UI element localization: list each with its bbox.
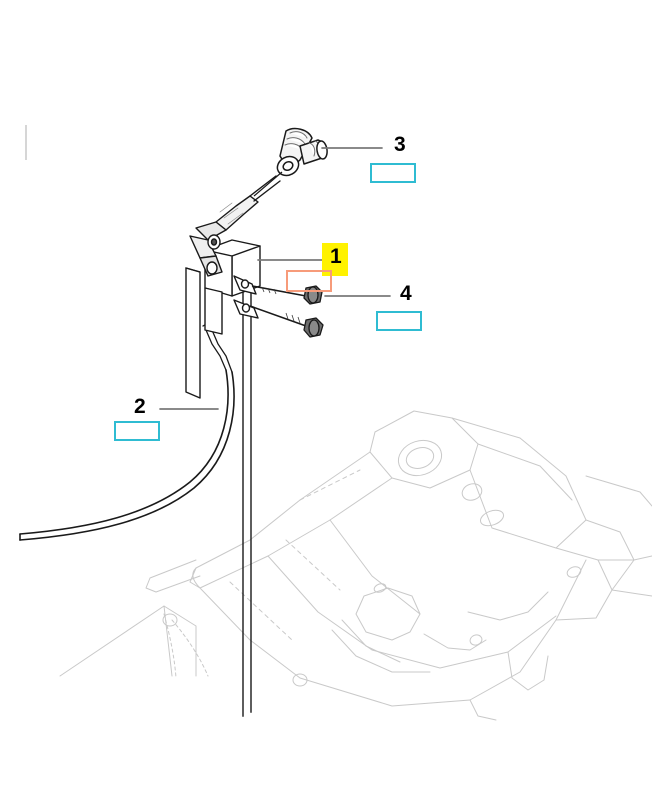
vertical-post <box>242 261 252 717</box>
tag-box-callout-3[interactable] <box>370 163 416 183</box>
tag-box-callout-2[interactable] <box>114 421 160 441</box>
tag-box-callout-1[interactable] <box>286 270 332 292</box>
callout-number-3: 3 <box>394 133 406 156</box>
callout-number-2: 2 <box>134 395 146 418</box>
callout-number-4: 4 <box>400 282 412 305</box>
callout-number-1: 1 <box>330 245 342 268</box>
tag-box-callout-4[interactable] <box>376 311 422 331</box>
knob-grip <box>276 127 328 177</box>
control-cable <box>19 369 235 541</box>
knob-link-rod <box>253 171 283 197</box>
ghost-chassis-group <box>59 410 652 721</box>
hex-bolt-lower <box>249 305 324 338</box>
leader-lines <box>159 147 391 410</box>
lever-bracket-assembly <box>185 175 281 399</box>
